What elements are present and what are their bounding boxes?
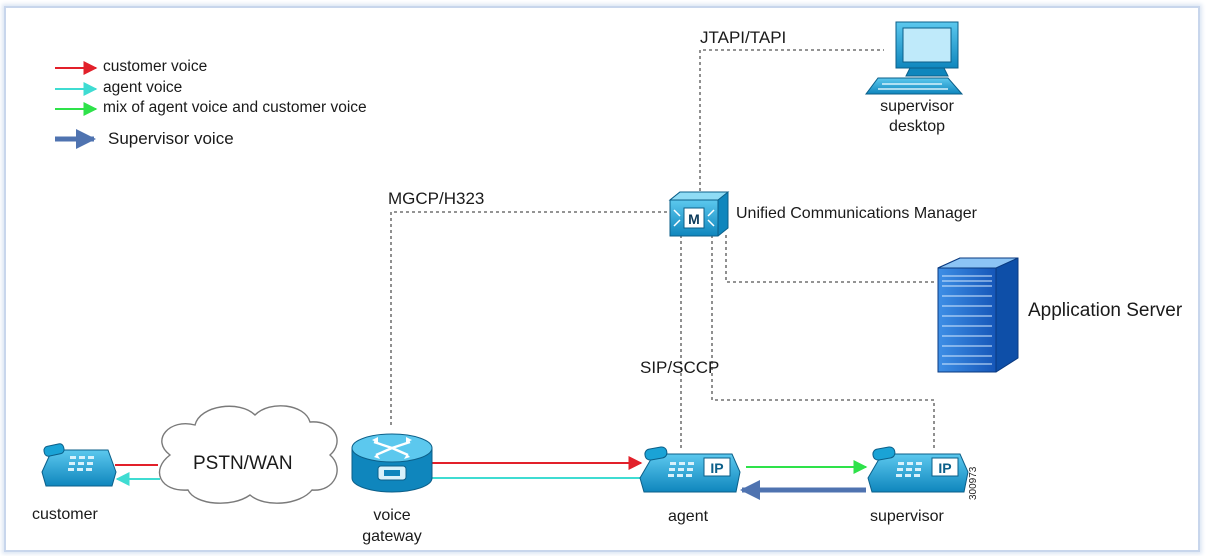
server-tower-icon — [937, 257, 1019, 373]
link-gateway-ucm — [390, 211, 668, 425]
figure-id: 300973 — [968, 466, 979, 500]
agent-ip-badge: IP — [710, 460, 723, 476]
legend-label-customer-voice: customer voice — [103, 58, 208, 75]
legend-arrows — [55, 61, 98, 149]
phone-icon — [41, 443, 117, 487]
ucm-label: Unified Communications Manager — [736, 205, 977, 222]
agent-label: agent — [668, 508, 709, 525]
protocol-label-sip: SIP/SCCP — [640, 358, 720, 377]
signaling-links — [390, 49, 935, 450]
ucm-badge: M — [688, 211, 700, 227]
cloud-label: PSTN/WAN — [193, 453, 293, 474]
supervisor-desktop-label-line2: desktop — [888, 118, 946, 135]
supervisor-ip-badge: IP — [938, 460, 951, 476]
link-desktop-ucm — [699, 49, 884, 197]
legend-label-agent-voice: agent voice — [103, 79, 183, 96]
protocol-label-jtapi: JTAPI/TAPI — [700, 28, 787, 47]
gateway-label-line1: voice — [373, 507, 411, 524]
app-server-label: Application Server — [1028, 300, 1183, 321]
call-manager-icon: M — [668, 191, 730, 237]
legend-label-supervisor-voice: Supervisor voice — [108, 129, 234, 148]
legend-label-mix-voice: mix of agent voice and customer voice — [103, 99, 367, 116]
ip-phone-icon: IP — [639, 446, 741, 493]
cloud-icon — [158, 405, 338, 504]
voice-gateway-router-icon — [351, 433, 433, 493]
supervisor-desktop-label: supervisor desktop — [862, 97, 972, 137]
link-ucm-appserver — [725, 235, 935, 283]
supervisor-desktop-label-line1: supervisor — [880, 98, 954, 115]
gateway-label: voice gateway — [340, 505, 444, 547]
gateway-label-line2: gateway — [362, 528, 422, 545]
customer-label: customer — [32, 506, 98, 523]
desktop-computer-icon — [865, 21, 964, 95]
voice-paths — [115, 456, 868, 500]
ip-phone-icon: IP — [867, 446, 969, 493]
link-ucm-supervisor — [711, 235, 935, 448]
protocol-label-mgcp: MGCP/H323 — [388, 189, 485, 208]
supervisor-label: supervisor — [870, 508, 944, 525]
